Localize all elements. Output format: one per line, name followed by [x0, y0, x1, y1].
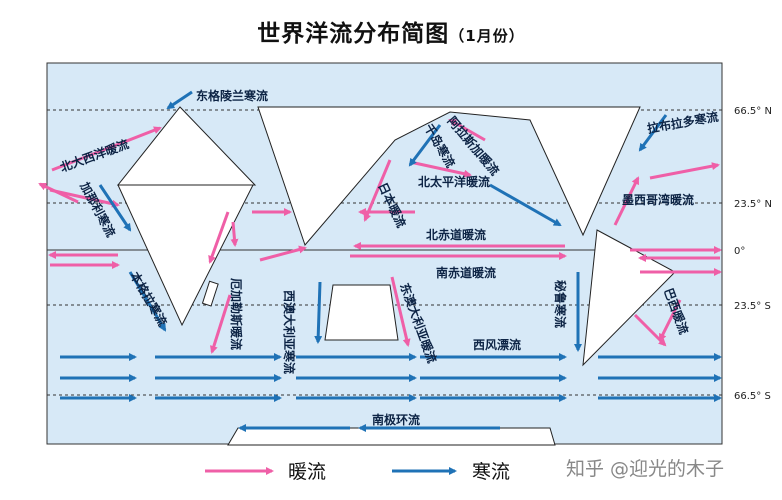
- warm-current-arrow: [448, 118, 486, 142]
- australia-land: [324, 284, 399, 341]
- label-west-wind-drift: 西风漂流: [473, 337, 521, 352]
- page-title: 世界洋流分布简图（1月份）: [0, 14, 782, 48]
- warm-current-arrow: [409, 160, 472, 178]
- cold-current-arrow: [128, 271, 167, 332]
- cold-current-arrow: [408, 124, 442, 167]
- warm-current-arrow: [230, 221, 239, 247]
- label-antarctic-circumpolar: 南极环流: [372, 412, 420, 427]
- cold-current-arrow: [98, 184, 132, 232]
- current-arrows: [38, 90, 722, 432]
- watermark: 知乎 @迎光的木子: [566, 458, 725, 480]
- label-agulhas-warm: 厄加勒斯暖流: [229, 278, 244, 350]
- label-north-pacific-warm: 北太平洋暖流: [418, 174, 490, 189]
- warm-current-arrow: [209, 294, 232, 354]
- title-main: 世界洋流分布简图: [257, 21, 450, 47]
- warm-current-arrow: [259, 245, 307, 262]
- eurasia-land: [257, 106, 641, 246]
- lat-label-23n: 23.5° N: [734, 199, 772, 210]
- cold-current-arrow: [638, 114, 668, 152]
- warm-current-arrow: [613, 176, 640, 226]
- warm-current-arrow: [51, 126, 162, 172]
- latitude-labels: 66.5° N 23.5° N 0° 23.5° S 66.5° S: [734, 106, 772, 402]
- africa-land: [117, 184, 254, 327]
- cold-current-arrow: [166, 90, 193, 110]
- lat-label-66s: 66.5° S: [734, 391, 771, 402]
- legend-cold-label: 寒流: [472, 461, 511, 483]
- warm-current-arrow: [208, 211, 230, 264]
- warm-current-arrow: [658, 299, 682, 342]
- warm-current-arrow: [390, 276, 411, 347]
- lat-label-66n: 66.5° N: [734, 106, 772, 117]
- warm-current-arrow: [49, 188, 120, 208]
- title-subtitle: （1月份）: [449, 27, 525, 45]
- antarctica-land: [227, 427, 556, 446]
- legend-warm-label: 暖流: [288, 461, 327, 483]
- label-gulf-stream-warm: 墨西哥湾暖流: [622, 192, 694, 207]
- warm-current-arrow: [363, 159, 392, 222]
- label-east-greenland-cold: 东格陵兰寒流: [196, 88, 268, 103]
- label-west-australia-cold: 西澳大利亚寒流: [282, 290, 297, 374]
- label-north-equatorial-warm: 北赤道暖流: [426, 227, 486, 242]
- lat-label-23s: 23.5° S: [734, 301, 771, 312]
- label-peru-cold: 秘鲁寒流: [553, 280, 568, 328]
- landmasses: [116, 106, 676, 446]
- lat-label-0: 0°: [734, 246, 745, 257]
- warm-current-arrow: [649, 162, 720, 180]
- cold-current-arrow: [489, 183, 562, 227]
- madagascar-land: [201, 280, 219, 307]
- cold-current-arrow: [314, 281, 323, 344]
- label-south-equatorial-warm: 南赤道暖流: [436, 265, 496, 280]
